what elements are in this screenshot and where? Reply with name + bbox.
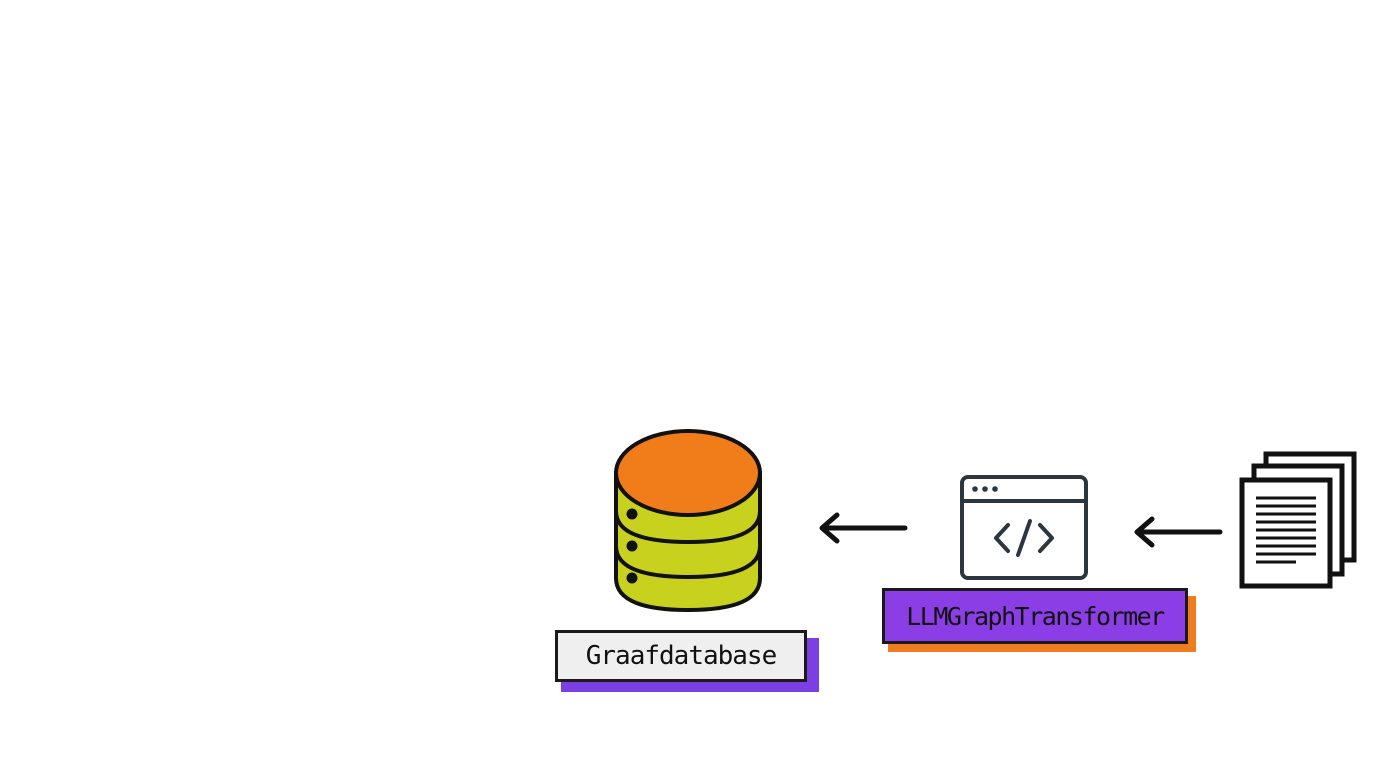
database-icon xyxy=(608,428,768,618)
documents-icon xyxy=(1236,450,1360,592)
transformer-label: LLMGraphTransformer xyxy=(882,588,1188,644)
arrow-to-transformer xyxy=(1130,514,1225,550)
transformer-label-box: LLMGraphTransformer xyxy=(882,588,1200,654)
database-label-box: Graafdatabase xyxy=(555,630,821,694)
database-label: Graafdatabase xyxy=(555,630,807,682)
code-window-icon xyxy=(958,473,1090,583)
arrow-to-database xyxy=(815,510,910,546)
